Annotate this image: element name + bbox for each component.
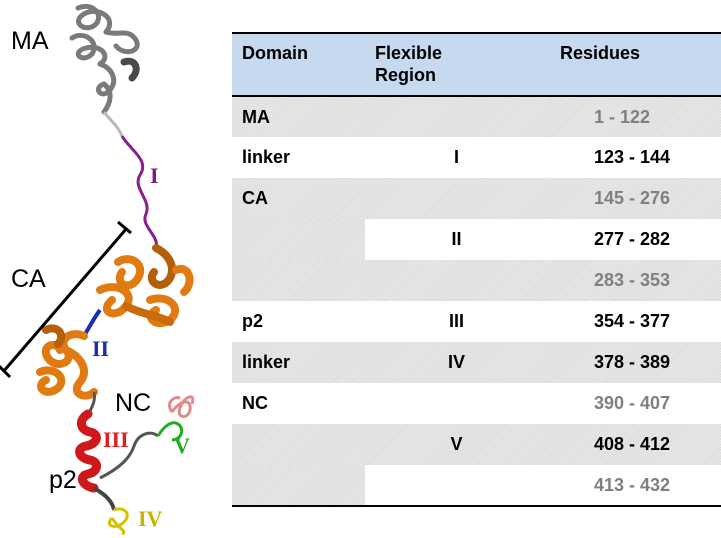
cell-domain: linker — [232, 342, 365, 383]
cell-flexible-region — [365, 96, 548, 137]
ca-domain-ribbon — [96, 244, 194, 327]
region-label-v: V — [174, 433, 190, 458]
region-label-i: I — [150, 163, 159, 188]
cell-flexible-region: IV — [365, 342, 548, 383]
table-row: CA 145 - 276 — [232, 178, 721, 219]
cell-domain: linker — [242, 147, 291, 167]
cell-domain — [232, 424, 365, 465]
ca-bracket-line — [1, 227, 129, 373]
cell-flexible-region — [365, 383, 548, 424]
cell-residues: 413 - 432 — [594, 474, 671, 495]
region-label-iv: IV — [138, 506, 163, 531]
cell-residues: 408 - 412 — [548, 424, 721, 465]
cell-domain: p2 — [242, 311, 264, 331]
cell-residues: 1 - 122 — [548, 96, 721, 137]
table-header-row: Domain Flexible Region Residues — [232, 33, 721, 96]
cell-domain — [232, 260, 365, 301]
region-label-ii: II — [92, 336, 110, 361]
cell-domain: NC — [242, 393, 268, 413]
table-row: NC 390 - 407 — [232, 383, 721, 424]
cell-flexible-region: V — [365, 424, 548, 465]
cell-residues: 378 - 389 — [548, 342, 721, 383]
protein-structure: MA CA NC p2 I II III V IV — [0, 0, 225, 538]
cell-domain — [232, 465, 365, 506]
cell-residues: 390 - 407 — [594, 393, 671, 413]
cell-residues: 283 - 353 — [548, 260, 721, 301]
ma-domain-ribbon — [69, 4, 140, 115]
cell-residues: 354 - 377 — [594, 311, 671, 331]
protein-ribbon-drawing — [0, 4, 195, 536]
table-row: linker I 123 - 144 — [232, 137, 721, 178]
cell-flexible-region — [365, 178, 548, 219]
header-flexible-region: Flexible Region — [375, 43, 443, 85]
flexible-regions-table: Domain Flexible Region Residues MA 1 - 12… — [232, 32, 721, 507]
header-domain: Domain — [242, 43, 309, 63]
domain-label-p2: p2 — [49, 466, 77, 494]
cell-residues: 145 - 276 — [548, 178, 721, 219]
region-iv-ribbon — [107, 507, 129, 536]
region-v-ribbon — [156, 421, 184, 442]
domain-label-nc: NC — [115, 389, 152, 417]
cell-domain: CA — [232, 178, 365, 219]
table-row: 413 - 432 — [232, 465, 721, 506]
domain-label-ca: CA — [11, 265, 46, 293]
region-label-iii: III — [103, 427, 129, 452]
cell-flexible-region — [365, 260, 548, 301]
domain-label-ma: MA — [11, 27, 49, 55]
header-residues: Residues — [560, 43, 641, 63]
cell-flexible-region: II — [451, 229, 462, 249]
linker-i-ribbon — [120, 135, 158, 249]
cell-domain — [232, 219, 365, 260]
table-row: p2 III 354 - 377 — [232, 301, 721, 342]
cell-residues: 277 - 282 — [594, 229, 671, 249]
cell-flexible-region — [365, 465, 548, 506]
table-row: MA 1 - 122 — [232, 96, 721, 137]
cell-domain: MA — [232, 96, 365, 137]
nc-domain-ribbon — [168, 395, 195, 418]
cell-residues: 123 - 144 — [594, 147, 671, 167]
table-row: 283 - 353 — [232, 260, 721, 301]
region-iii-helix — [75, 409, 101, 493]
region-ii-ribbon — [82, 308, 102, 338]
cell-flexible-region: III — [448, 311, 464, 331]
cell-flexible-region: I — [453, 147, 459, 167]
table-row: II 277 - 282 — [232, 219, 721, 260]
